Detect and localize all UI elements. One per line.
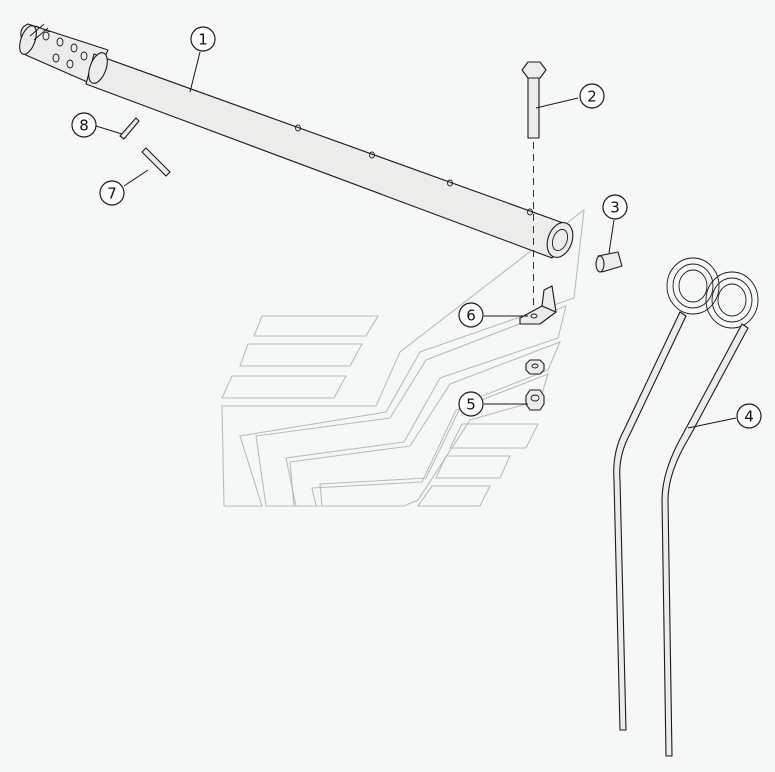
bracket-part	[519, 285, 557, 325]
watermark-logo	[221, 208, 585, 507]
cap-part	[595, 251, 623, 273]
callout-5: 5	[458, 391, 484, 417]
small-pin-part	[119, 117, 140, 140]
callout-number: 3	[610, 199, 620, 217]
spring-tine-part	[613, 257, 759, 757]
callout-number: 4	[744, 408, 754, 426]
bolt-part	[521, 61, 547, 318]
pin-part	[141, 147, 171, 177]
tube-part	[19, 23, 574, 259]
callout-number: 7	[107, 185, 117, 203]
callout-number: 1	[198, 31, 208, 49]
callout-7: 7	[99, 180, 125, 206]
leader-lines	[95, 51, 737, 429]
callout-number: 5	[466, 396, 476, 414]
callout-1: 1	[190, 26, 216, 52]
callout-4: 4	[736, 403, 762, 429]
callout-3: 3	[602, 194, 628, 220]
callout-2: 2	[579, 83, 605, 109]
callout-number: 6	[466, 307, 476, 325]
nut-part	[525, 359, 545, 411]
callout-number: 8	[79, 117, 89, 135]
callout-6: 6	[458, 302, 484, 328]
callout-8: 8	[71, 112, 97, 138]
callout-number: 2	[587, 88, 597, 106]
